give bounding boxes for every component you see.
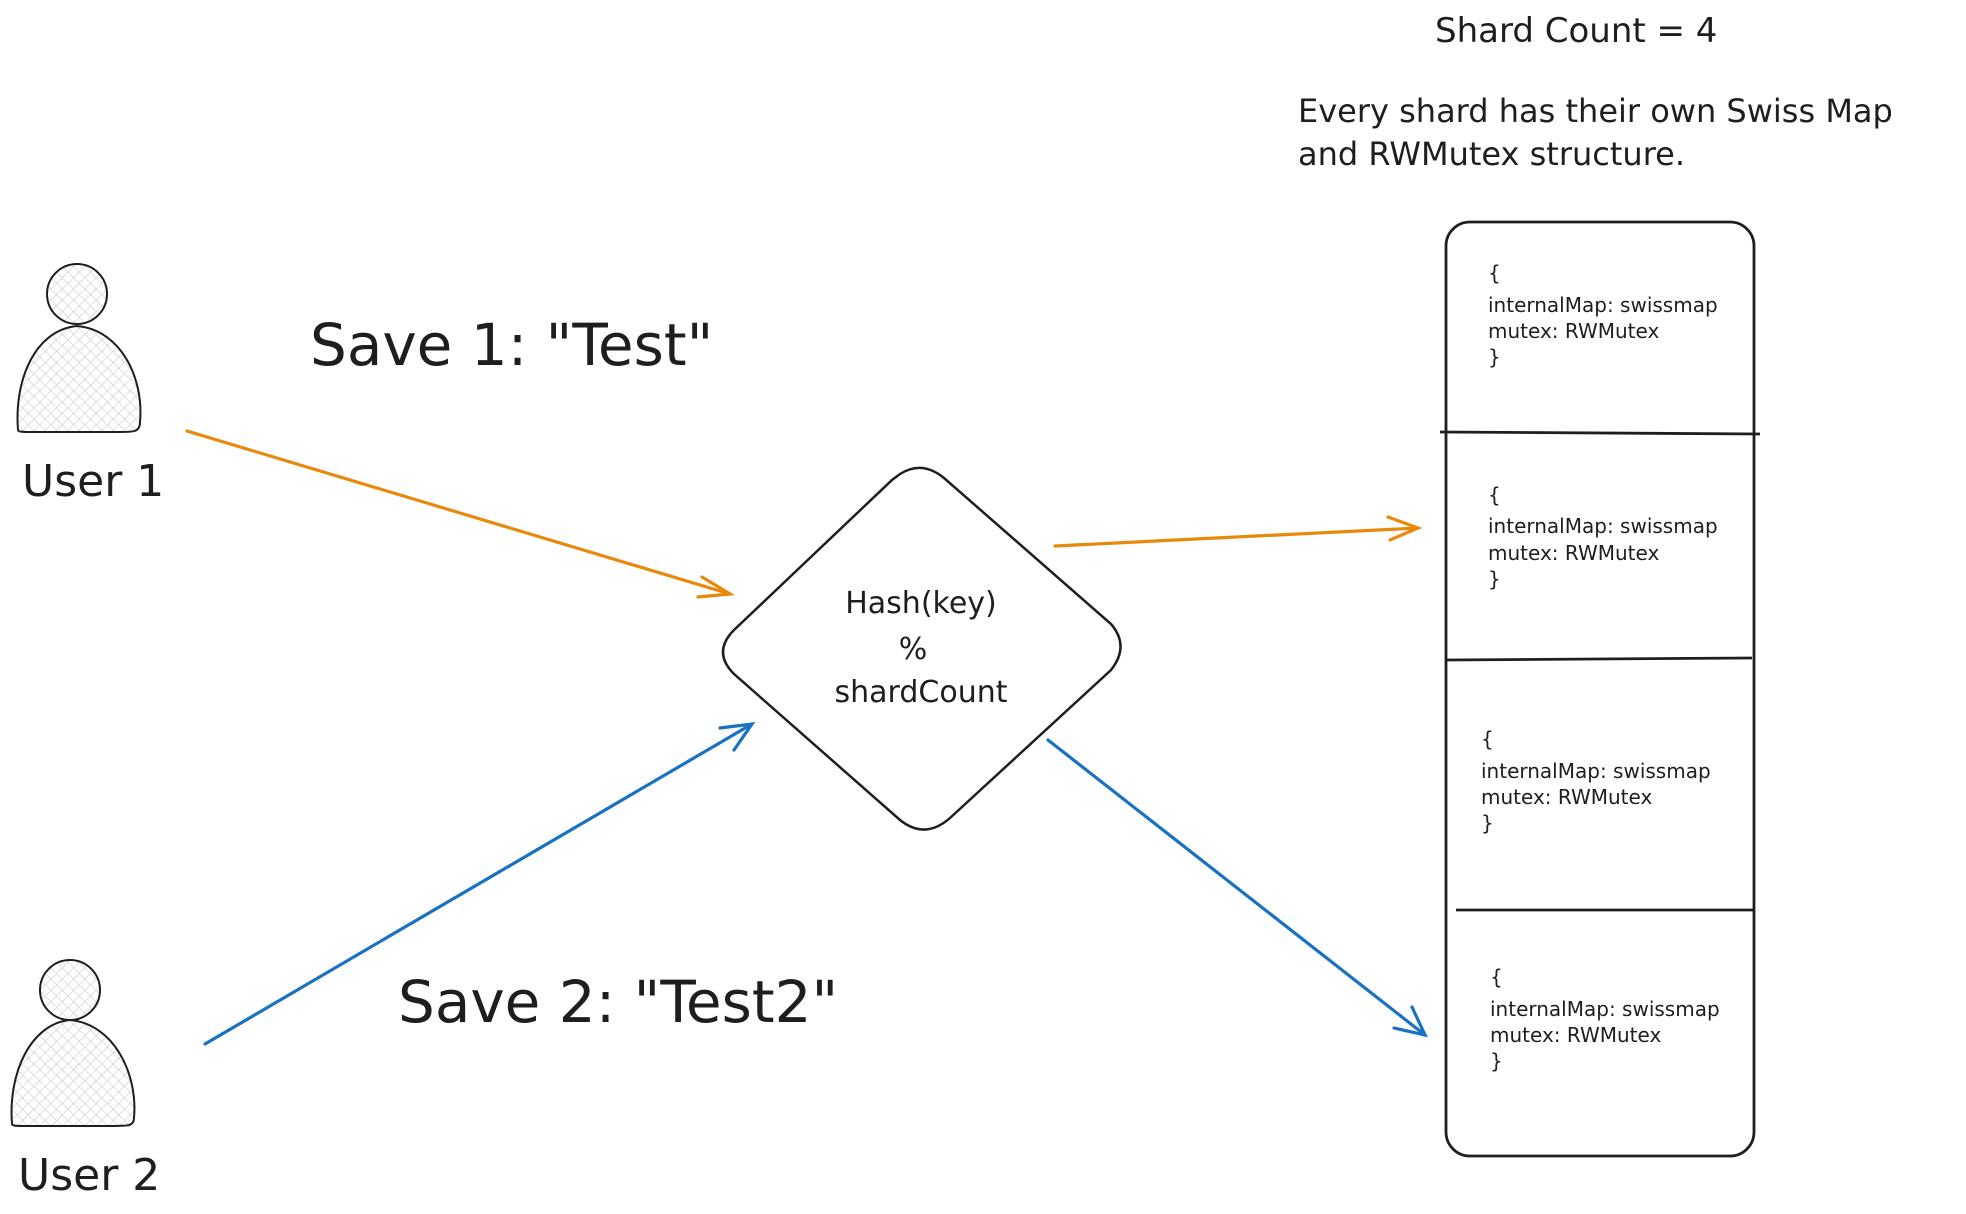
save-2-label: Save 2: "Test2"	[398, 968, 838, 1036]
shard-container: { internalMap: swissmap mutex: RWMutex }…	[1439, 220, 1761, 1158]
user-1-to-hash-arrow	[185, 429, 735, 599]
shard-description-line-1: Every shard has their own Swiss Map	[1298, 92, 1893, 130]
shard-4: { internalMap: swissmap mutex: RWMutex }	[1490, 965, 1720, 1073]
shard-4-close-brace: }	[1490, 1049, 1503, 1073]
hash-to-shard-2-arrow	[1053, 515, 1423, 548]
shard-divider	[1439, 430, 1761, 436]
shard-3: { internalMap: swissmap mutex: RWMutex }	[1481, 727, 1711, 835]
shard-2-open-brace: {	[1488, 483, 1501, 507]
shard-3-open-brace: {	[1481, 727, 1494, 751]
shard-2-map-line: internalMap: swissmap	[1488, 514, 1718, 538]
user-2-figure: User 2	[10, 959, 160, 1201]
shard-1-open-brace: {	[1488, 261, 1501, 285]
hash-node-line-2: %	[899, 632, 928, 667]
shard-description-line-2: and RWMutex structure.	[1298, 135, 1685, 173]
shard-1-mutex-line: mutex: RWMutex	[1488, 319, 1659, 343]
shard-4-map-line: internalMap: swissmap	[1490, 997, 1720, 1021]
shard-count-label: Shard Count = 4	[1435, 11, 1717, 51]
shard-4-mutex-line: mutex: RWMutex	[1490, 1023, 1661, 1047]
shard-3-map-line: internalMap: swissmap	[1481, 759, 1711, 783]
shard-1-close-brace: }	[1488, 345, 1501, 369]
shard-3-mutex-line: mutex: RWMutex	[1481, 785, 1652, 809]
shard-1: { internalMap: swissmap mutex: RWMutex }	[1488, 261, 1718, 369]
hash-node-line-3: shardCount	[835, 675, 1008, 710]
save-1-label: Save 1: "Test"	[310, 311, 713, 379]
user-1-figure: User 1	[16, 263, 164, 507]
shard-divider	[1445, 656, 1753, 662]
person-icon	[10, 959, 136, 1127]
person-icon	[16, 263, 142, 433]
hash-node-line-1: Hash(key)	[845, 586, 997, 621]
shard-2: { internalMap: swissmap mutex: RWMutex }	[1488, 483, 1718, 591]
user-2-to-hash-arrow	[203, 721, 756, 1046]
shard-1-map-line: internalMap: swissmap	[1488, 293, 1718, 317]
user-2-label: User 2	[18, 1150, 160, 1201]
shard-2-mutex-line: mutex: RWMutex	[1488, 541, 1659, 565]
hash-node: Hash(key) % shardCount	[721, 466, 1122, 831]
shard-2-close-brace: }	[1488, 567, 1501, 591]
hash-to-shard-4-arrow	[1046, 738, 1428, 1038]
shard-3-close-brace: }	[1481, 811, 1494, 835]
user-1-label: User 1	[22, 456, 164, 507]
shard-4-open-brace: {	[1490, 965, 1503, 989]
